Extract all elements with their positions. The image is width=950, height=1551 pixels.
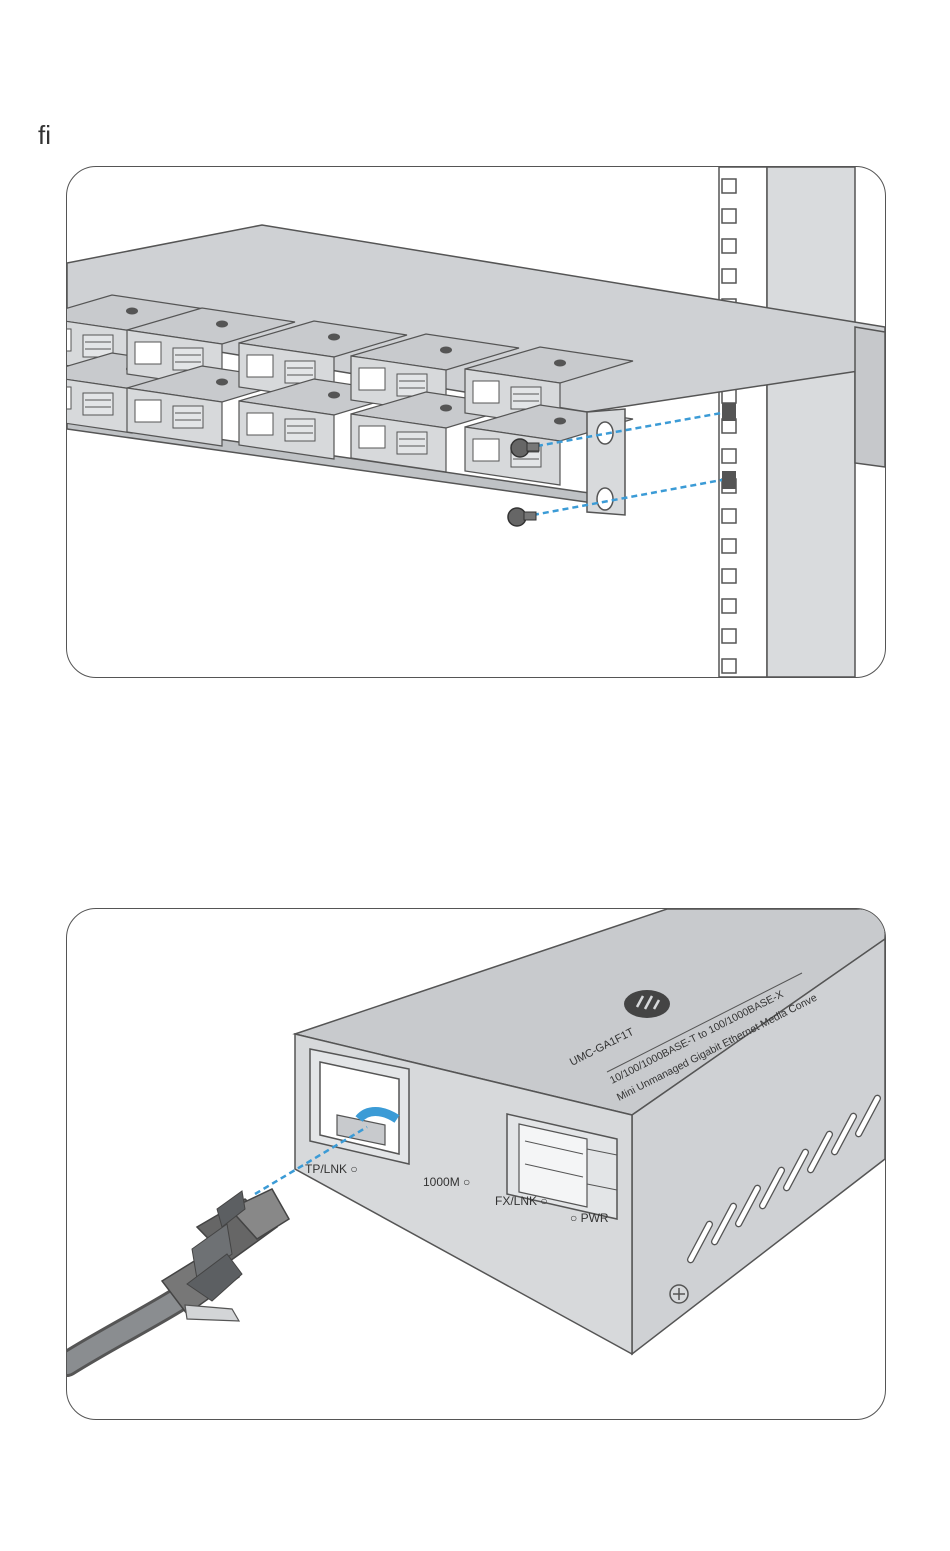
rack-hole (722, 509, 736, 523)
rj45-cable-icon (67, 1189, 289, 1364)
rack-hole (722, 629, 736, 643)
cable-connection-illustration: UMC-GA1F1T 10/100/1000BASE-T to 100/1000… (67, 909, 885, 1419)
fx-lnk-label: FX/LNK ○ (495, 1194, 548, 1208)
rack-hole (722, 449, 736, 463)
cage-nut-bottom (722, 471, 736, 489)
cable-connection-illustration-panel: UMC-GA1F1T 10/100/1000BASE-T to 100/1000… (66, 908, 886, 1420)
rack-hole (722, 269, 736, 283)
rack-holes (722, 179, 736, 673)
rack-mount-illustration-panel (66, 166, 886, 678)
rack-rail-outer (767, 167, 855, 677)
tp-lnk-label: TP/LNK ○ (305, 1162, 358, 1176)
rack-hole (722, 539, 736, 553)
rack-mount-illustration (67, 167, 885, 677)
rack-hole (722, 569, 736, 583)
side-screw-icon (670, 1285, 688, 1303)
rack-hole (722, 599, 736, 613)
led-pwr-label: ○ PWR (570, 1211, 609, 1225)
page-marker: fi (38, 120, 51, 151)
screw-bottom-icon (508, 508, 536, 526)
rack-hole (722, 239, 736, 253)
rack-hole (722, 419, 736, 433)
rack-hole (722, 659, 736, 673)
led-1000m-label: 1000M ○ (423, 1175, 470, 1189)
chassis-side (855, 327, 885, 467)
cage-nut-top (722, 403, 736, 421)
brand-logo-icon (624, 990, 670, 1018)
rack-hole (722, 209, 736, 223)
bracket-hole-bottom (597, 488, 613, 510)
rack-hole (722, 179, 736, 193)
